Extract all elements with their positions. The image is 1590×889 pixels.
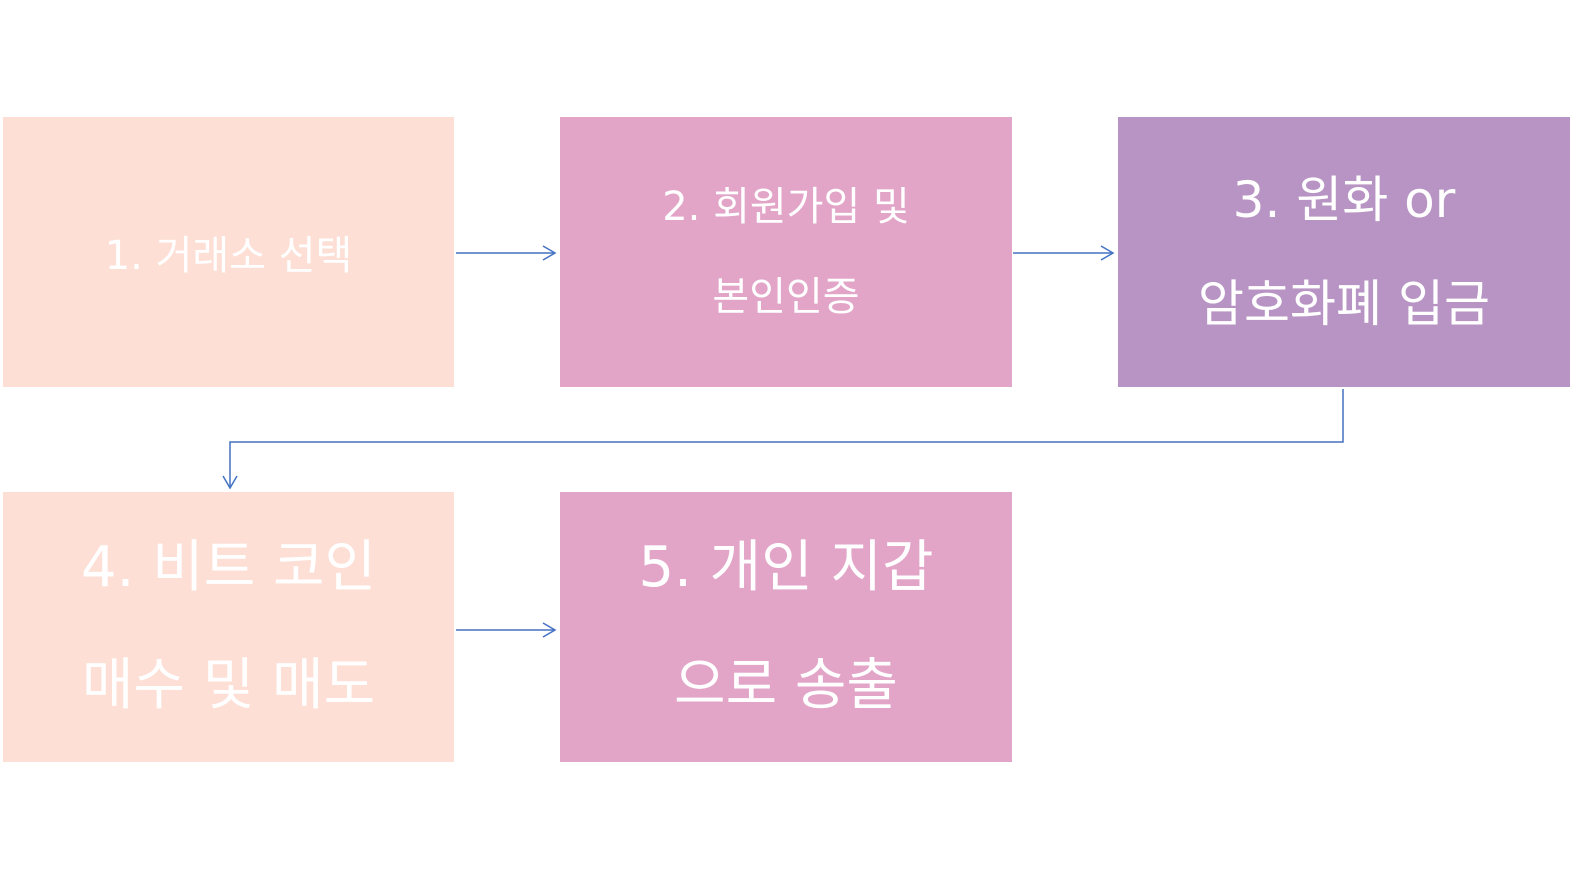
step-4-text-line-1: 4. 비트 코인 [80, 535, 377, 600]
step-5-text-line-2: 으로 송출 [674, 653, 898, 718]
arrow-1-to-2 [456, 245, 557, 261]
step-2-box: 2. 회원가입 및 본인인증 [560, 117, 1012, 387]
step-5-box: 5. 개인 지갑 으로 송출 [560, 492, 1012, 762]
step-1-text: 1. 거래소 선택 [104, 233, 353, 279]
step-5-text-line-1: 5. 개인 지갑 [638, 535, 934, 600]
arrow-4-to-5 [456, 622, 557, 638]
step-2-text-line-2: 본인인증 [712, 274, 860, 320]
step-3-text-line-2: 암호화폐 입금 [1198, 275, 1490, 333]
step-3-box: 3. 원화 or 암호화폐 입금 [1118, 117, 1570, 387]
arrow-3-to-4 [222, 389, 1344, 490]
step-3-text-line-1: 3. 원화 or [1232, 171, 1456, 229]
step-2-text-line-1: 2. 회원가입 및 [662, 184, 910, 230]
step-4-text-line-2: 매수 및 매도 [81, 653, 376, 718]
step-4-box: 4. 비트 코인 매수 및 매도 [3, 492, 454, 762]
arrow-2-to-3 [1013, 245, 1115, 261]
step-1-box: 1. 거래소 선택 [3, 117, 454, 387]
